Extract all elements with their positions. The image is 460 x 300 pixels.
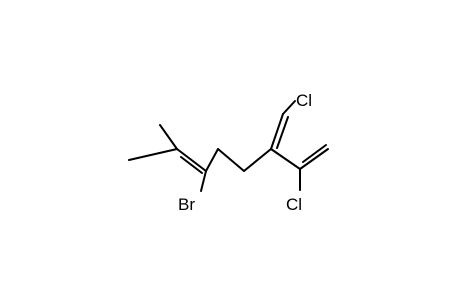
bond-c1-c2-inner [180,156,203,174]
bond-ch-cl [282,100,296,115]
bond-c4-c5 [243,148,272,172]
atom-label-cl-top: Cl [296,91,312,110]
atom-label-cl-bottom: Cl [286,195,302,214]
atom-label-br: Br [178,195,195,214]
bond-c2-br [200,170,207,192]
bond-c5-chcl [270,113,284,150]
bond-c6-ch2-inner [302,144,327,163]
bond-methyl-left [128,148,178,161]
bond-c3-c4 [217,148,245,172]
bond-c5-c6 [270,148,301,170]
bond-c1-c2 [176,148,207,172]
bond-c2-c3 [205,148,219,172]
bond-c5-chcl-inner [276,116,289,149]
bond-c6-ch2 [299,148,329,170]
bond-methyl-top [159,124,178,150]
